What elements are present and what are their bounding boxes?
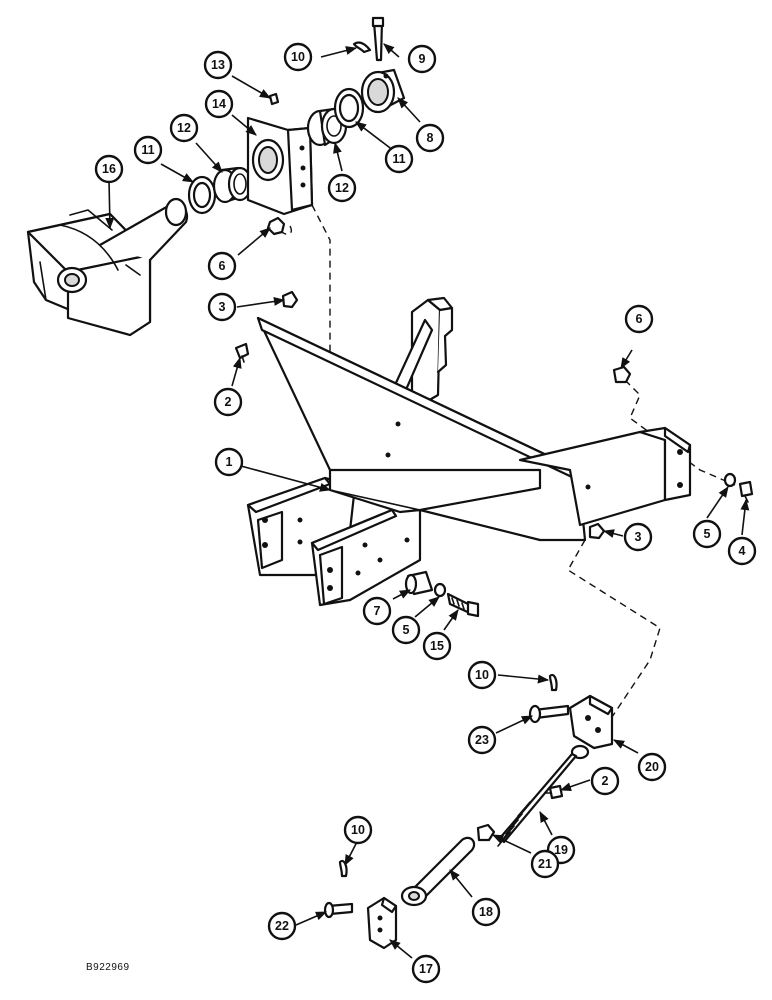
leader-lines	[105, 43, 750, 959]
svg-text:10: 10	[291, 50, 305, 64]
nut-21	[476, 823, 496, 842]
svg-text:16: 16	[102, 162, 116, 176]
grease-fitting	[268, 92, 280, 106]
svg-text:9: 9	[419, 52, 426, 66]
callout-20: 20	[637, 752, 667, 782]
callout-7: 7	[362, 596, 392, 626]
callout-6-upper: 6	[207, 251, 237, 281]
alignment-line-right-upper	[624, 379, 736, 486]
svg-text:5: 5	[704, 527, 711, 541]
callout-2-lower: 2	[590, 766, 620, 796]
callout-9: 9	[407, 44, 437, 74]
cotter-pin-upper	[352, 41, 372, 54]
callout-12-left: 12	[169, 113, 199, 143]
callout-12-right: 12	[327, 173, 357, 203]
callout-11-right: 11	[384, 144, 414, 174]
callout-21: 21	[530, 849, 560, 879]
callout-6-right: 6	[624, 304, 654, 334]
callout-15: 15	[422, 631, 452, 661]
callout-10-upper: 10	[283, 42, 313, 72]
callout-13: 13	[203, 50, 233, 80]
bolt-2-upper	[234, 342, 250, 363]
spacer-bushing-left	[212, 166, 253, 204]
main-frame	[246, 296, 692, 607]
callout-2-upper: 2	[213, 387, 243, 417]
svg-text:23: 23	[475, 733, 489, 747]
nut-3-upper	[281, 290, 299, 309]
svg-text:18: 18	[479, 905, 493, 919]
callout-14: 14	[204, 89, 234, 119]
callout-1: 1	[214, 447, 244, 477]
svg-text:15: 15	[430, 639, 444, 653]
svg-text:4: 4	[739, 544, 746, 558]
pin-upper	[371, 16, 385, 62]
svg-text:21: 21	[538, 857, 552, 871]
drawing-code: B922969	[86, 962, 130, 973]
callout-3-lower: 3	[623, 522, 653, 552]
svg-text:14: 14	[212, 97, 226, 111]
svg-text:1: 1	[226, 455, 233, 469]
svg-text:11: 11	[392, 152, 405, 166]
svg-text:6: 6	[636, 312, 643, 326]
callout-10-middle: 10	[467, 660, 497, 690]
clevis-pin-23	[528, 704, 570, 724]
svg-text:3: 3	[635, 530, 642, 544]
hitch-tongue-part	[26, 197, 189, 337]
svg-text:8: 8	[427, 131, 434, 145]
nut-upper-left	[266, 216, 286, 236]
eyebolt-spring-rod	[497, 744, 590, 847]
svg-text:10: 10	[475, 668, 489, 682]
svg-text:2: 2	[602, 774, 609, 788]
nut-6-right	[612, 365, 632, 384]
washer-5-lower	[433, 582, 447, 598]
collar	[360, 68, 406, 114]
pivot-bracket-plate	[246, 116, 314, 216]
callout-8: 8	[415, 123, 445, 153]
bracket-20	[568, 694, 614, 750]
callout-5-lower: 5	[391, 615, 421, 645]
svg-text:20: 20	[645, 760, 659, 774]
svg-text:12: 12	[177, 121, 191, 135]
bolt-2-lower	[545, 784, 564, 800]
callout-17: 17	[411, 954, 441, 984]
bolt-15	[446, 592, 480, 618]
nut-3-lower	[588, 522, 606, 540]
callout-11-left: 11	[133, 135, 163, 165]
callout-18: 18	[471, 897, 501, 927]
svg-text:17: 17	[419, 962, 433, 976]
alignment-line-right-lower	[567, 539, 661, 721]
svg-text:11: 11	[141, 143, 154, 157]
svg-text:10: 10	[351, 823, 365, 837]
svg-text:6: 6	[219, 259, 226, 273]
bushing-ring-left	[187, 175, 217, 215]
callout-16: 16	[94, 154, 124, 184]
callout-4: 4	[727, 536, 757, 566]
clevis-pin-22	[323, 901, 354, 919]
spacer-tube	[404, 570, 434, 596]
callout-10-lower: 10	[343, 815, 373, 845]
svg-text:7: 7	[374, 604, 381, 618]
callout-22: 22	[267, 911, 297, 941]
svg-text:5: 5	[403, 623, 410, 637]
washer-5-right	[723, 472, 737, 488]
svg-text:19: 19	[554, 843, 568, 857]
arm-rod-18	[400, 836, 476, 907]
cotter-pin-middle	[548, 673, 558, 692]
bolt-4	[738, 480, 754, 503]
svg-text:3: 3	[219, 300, 226, 314]
callout-3-upper: 3	[207, 292, 237, 322]
svg-text:22: 22	[275, 919, 289, 933]
svg-text:12: 12	[335, 181, 349, 195]
svg-text:2: 2	[225, 395, 232, 409]
callout-23: 23	[467, 725, 497, 755]
svg-text:13: 13	[211, 58, 225, 72]
bushing-ring-right	[333, 87, 365, 129]
callout-5-right: 5	[692, 519, 722, 549]
